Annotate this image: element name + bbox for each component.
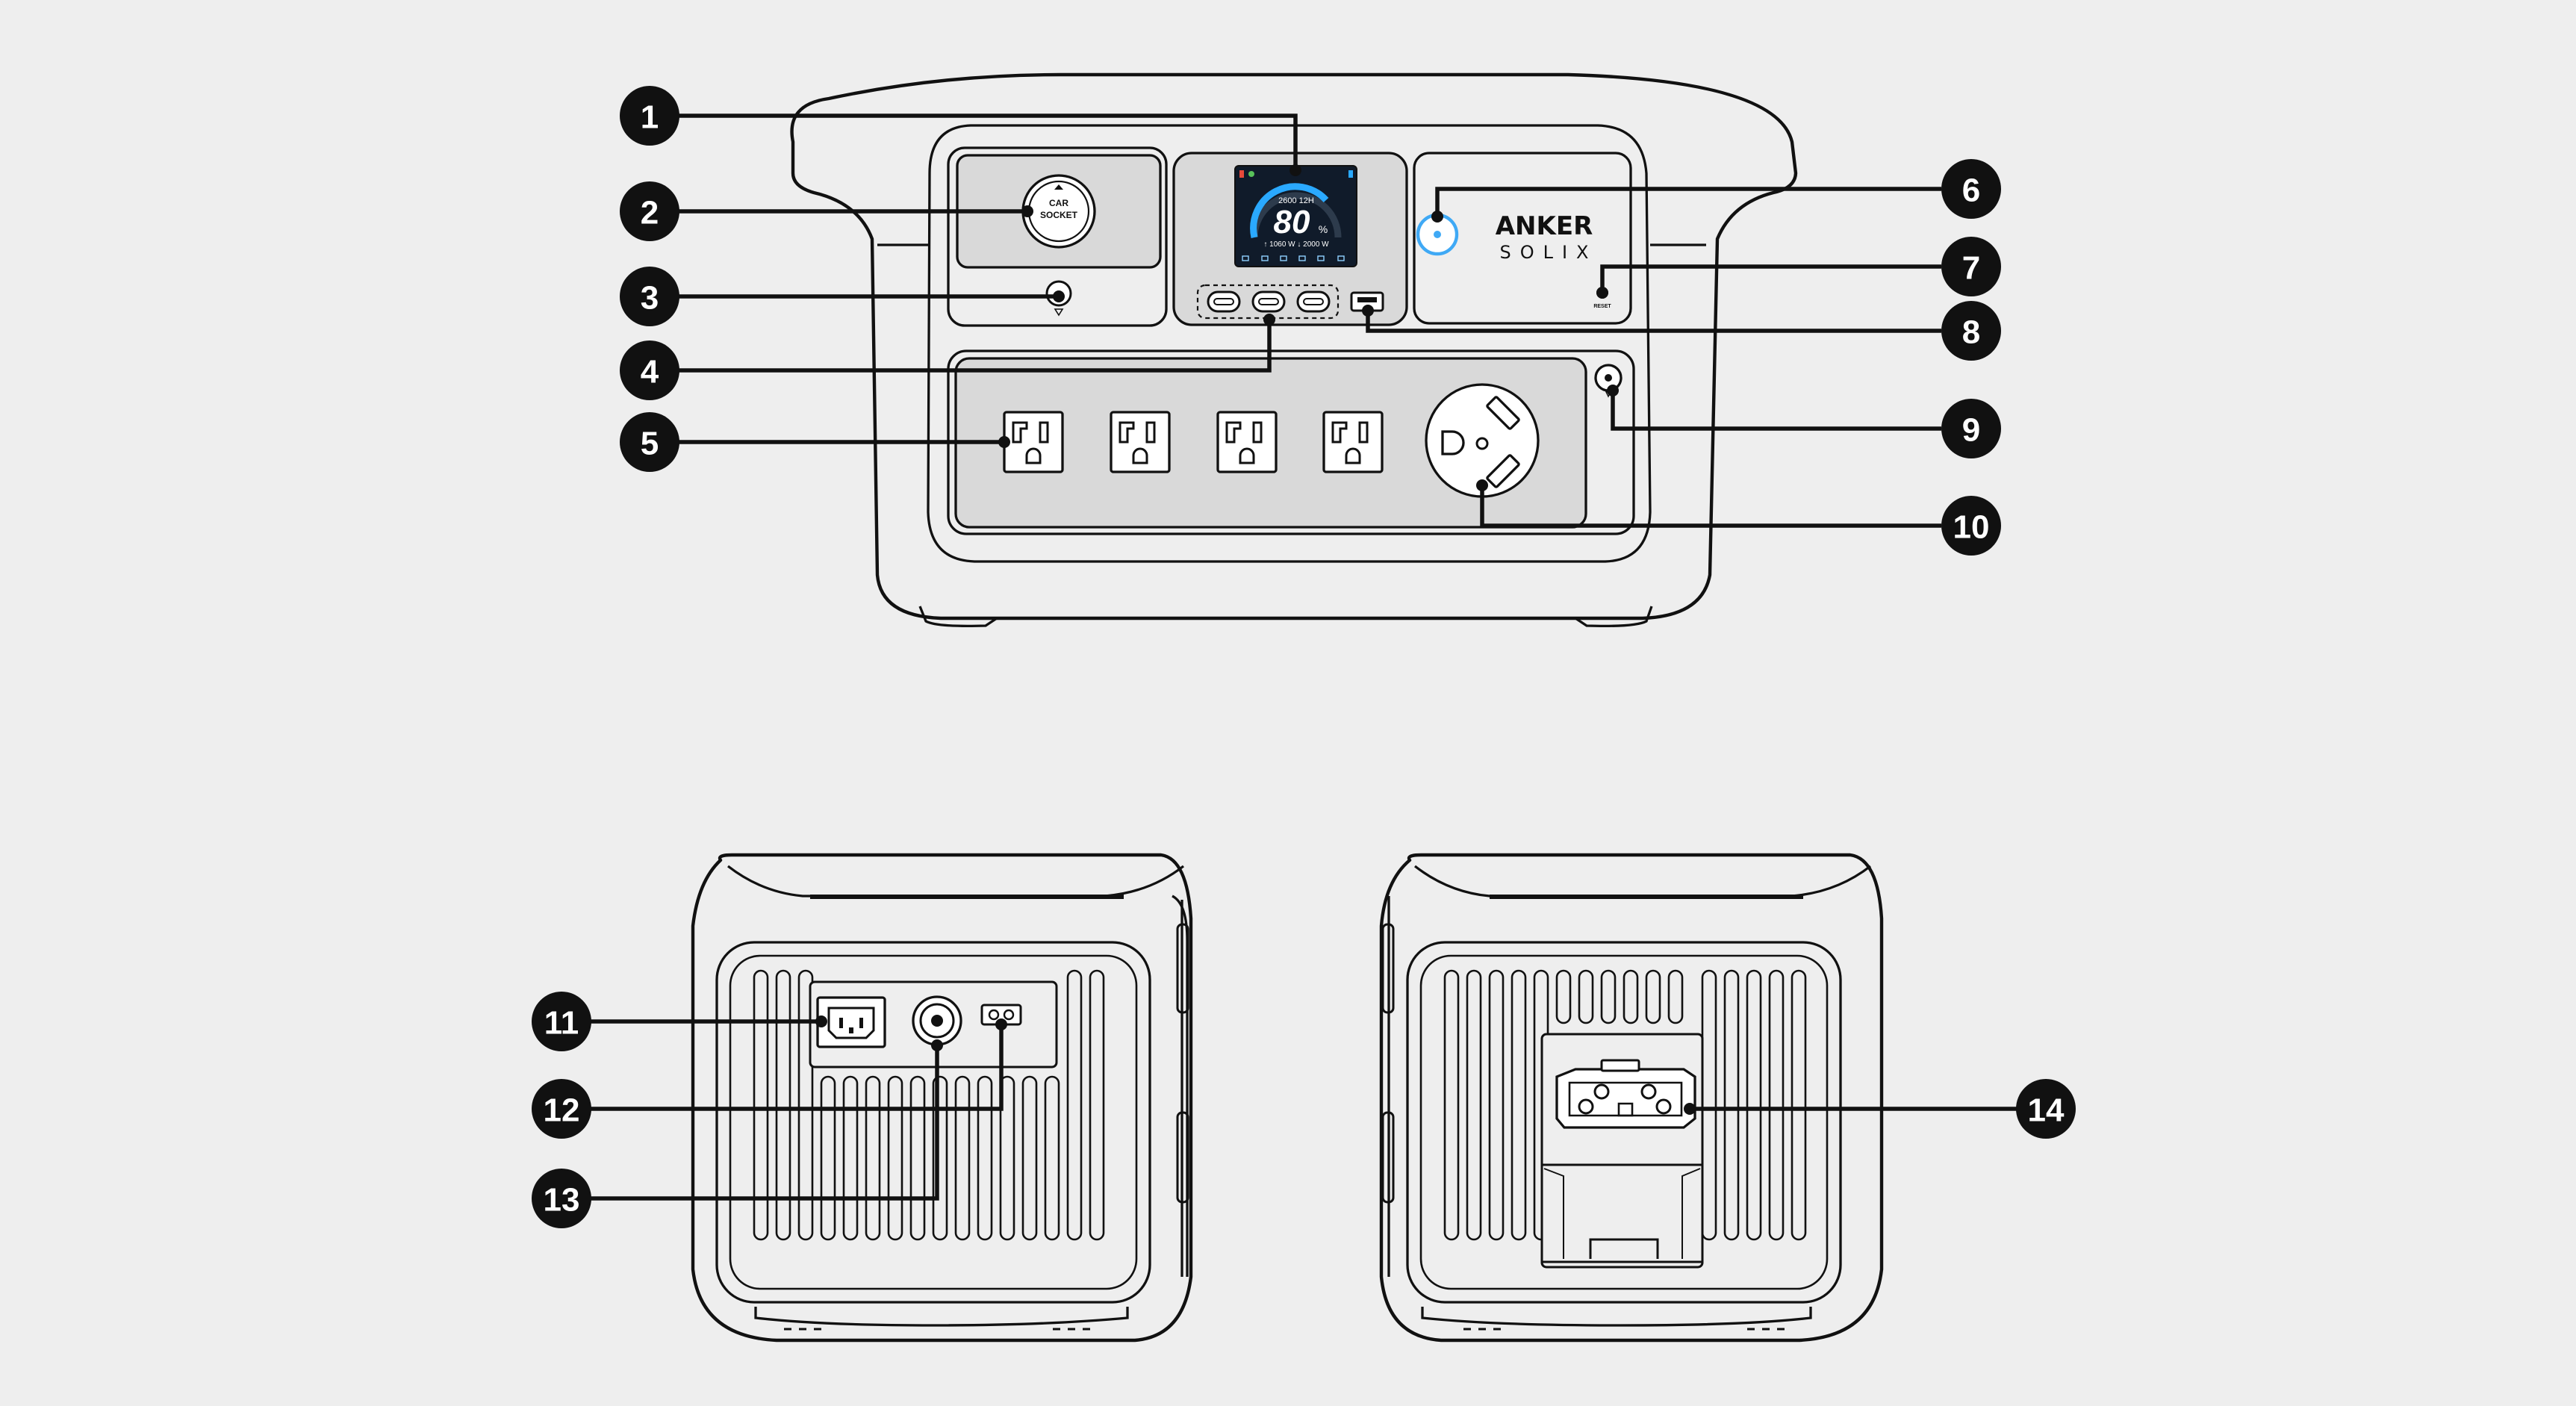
reset-label: RESET (1593, 304, 1611, 309)
brand-logo: ANKER (1496, 211, 1593, 241)
back-vent-strip (810, 895, 1124, 899)
callout-1: 1 (620, 86, 679, 146)
display-capacity: 2600 12H (1278, 196, 1314, 205)
car-socket-label-line2: SOCKET (1040, 210, 1078, 220)
display-percent: 80 (1274, 204, 1310, 240)
body-inner-outline (927, 124, 1652, 563)
front-foot-left (918, 606, 998, 628)
ac-outlet-4[interactable] (1322, 411, 1384, 473)
ac-input-port[interactable] (816, 996, 886, 1048)
gauge-arc (1250, 183, 1329, 238)
car-socket-panel (947, 146, 1168, 327)
callout-2: 2 (620, 181, 679, 241)
lcd-screen: 2600 12H 80 % ↑ 1060 W ↓ 2000 W (1234, 165, 1357, 267)
display-percent-unit: % (1319, 223, 1328, 235)
carry-handle (790, 72, 1798, 620)
callout-5: 5 (620, 412, 679, 472)
back-grille-frame (715, 941, 1151, 1304)
ac-outlet-2[interactable] (1110, 411, 1171, 473)
callout-6: 6 (1941, 159, 2001, 219)
usb-c-port-2[interactable] (1251, 290, 1286, 313)
usb-c-port-1[interactable] (1207, 290, 1241, 313)
callout-number: 6 (1962, 172, 1980, 209)
back-grille-slots (753, 969, 1105, 1241)
callout-8: 8 (1941, 301, 2001, 361)
car-socket-label-line1: CAR (1049, 198, 1068, 208)
solar-input-port[interactable] (1555, 1059, 1696, 1129)
callout-9: 9 (1941, 399, 2001, 458)
callout-13: 13 (532, 1169, 591, 1228)
callout-number: 14 (2028, 1092, 2065, 1129)
front-view: CAR SOCKET 2600 12H 80 % ↑ 1060 W ↓ 2000… (790, 72, 1798, 628)
callout-number: 8 (1962, 314, 1980, 351)
callout-number: 9 (1962, 412, 1980, 449)
callout-number: 7 (1962, 250, 1980, 287)
usb-c-port-3[interactable] (1296, 290, 1331, 313)
callout-11: 11 (532, 992, 591, 1051)
usb-a-port[interactable] (1350, 291, 1384, 312)
callout-7: 7 (1941, 237, 2001, 296)
gauge-track (1251, 192, 1342, 238)
callout-number: 4 (641, 354, 659, 391)
side-grille-frame (1406, 941, 1842, 1304)
display-power-row: ↑ 1060 W ↓ 2000 W (1263, 240, 1329, 249)
ac-outlet-3[interactable] (1216, 411, 1278, 473)
leader-lines (567, 113, 2046, 1201)
callout-number: 5 (641, 426, 659, 462)
front-foot-right (1575, 606, 1653, 628)
side-view (1379, 853, 1884, 1343)
solar-port-cover[interactable] (1540, 1163, 1704, 1263)
callout-number: 13 (544, 1182, 580, 1219)
callout-number: 10 (1953, 509, 1990, 546)
callout-number: 1 (641, 99, 659, 136)
back-view-body (691, 853, 1193, 1343)
back-top-rim (727, 865, 1185, 898)
callout-10: 10 (1941, 496, 2001, 556)
brand-panel (1413, 152, 1632, 325)
back-view (691, 853, 1193, 1343)
callout-4: 4 (620, 340, 679, 400)
side-view-body (1379, 853, 1884, 1343)
brand-sub-logo: SOLIX (1499, 242, 1597, 263)
status-icon-row (1242, 255, 1345, 261)
callout-12: 12 (532, 1079, 591, 1139)
callout-14: 14 (2016, 1079, 2076, 1139)
callout-number: 3 (641, 280, 659, 317)
ac-outlet-1[interactable] (1003, 411, 1064, 473)
callout-number: 12 (544, 1092, 580, 1129)
callout-3: 3 (620, 267, 679, 326)
usb-c-port-group (1196, 284, 1340, 320)
callout-number: 11 (544, 1005, 579, 1042)
car-socket[interactable]: CAR SOCKET (1021, 174, 1096, 249)
callout-number: 2 (641, 195, 659, 231)
car-charging-input[interactable] (912, 995, 962, 1046)
